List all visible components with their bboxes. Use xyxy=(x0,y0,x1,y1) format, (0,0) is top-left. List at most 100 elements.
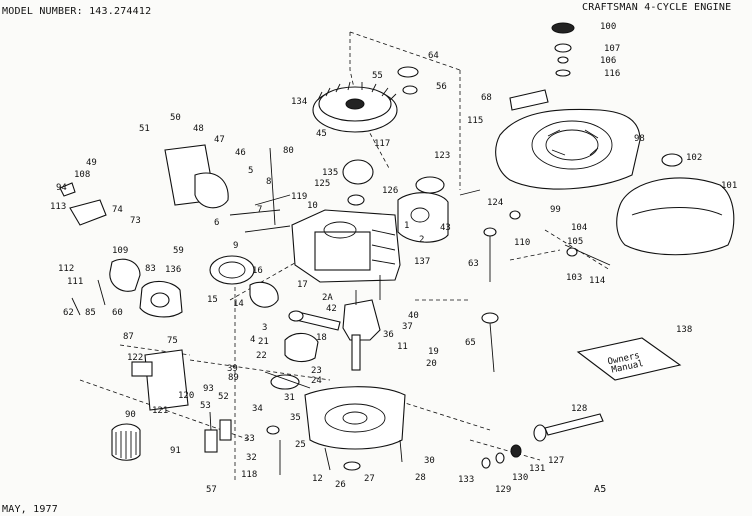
gas-cap-part xyxy=(551,22,575,77)
part-number: 20 xyxy=(426,359,437,369)
piston-part xyxy=(284,332,319,363)
dipstick-part xyxy=(483,227,497,282)
model-number-label: MODEL NUMBER: 143.274412 xyxy=(2,6,152,17)
cylinder-block-part xyxy=(291,209,401,283)
part-number: 138 xyxy=(676,325,692,335)
part-number: 105 xyxy=(567,237,583,247)
part-number: 57 xyxy=(206,485,217,495)
part-number: 4 xyxy=(250,335,255,345)
part-number: 137 xyxy=(414,257,430,267)
part-number: 26 xyxy=(335,480,346,490)
part-number: 122 xyxy=(127,353,143,363)
part-number: 2 xyxy=(419,235,424,245)
control-bracket-part xyxy=(509,89,549,111)
part-number: 80 xyxy=(283,146,294,156)
part-number: 52 xyxy=(218,392,229,402)
part-number: 46 xyxy=(235,148,246,158)
blower-housing-part xyxy=(495,108,641,190)
part-number: 134 xyxy=(291,97,307,107)
air-filter-part xyxy=(111,423,141,461)
part-number: 21 xyxy=(258,337,269,347)
part-number: 91 xyxy=(170,446,181,456)
governor-bracket-part xyxy=(59,182,107,226)
part-number: 1 xyxy=(404,221,409,231)
part-number: 114 xyxy=(589,276,605,286)
part-number: 48 xyxy=(193,124,204,134)
part-number: 24 xyxy=(311,376,322,386)
part-number: 87 xyxy=(123,332,134,342)
part-number: 19 xyxy=(428,347,439,357)
part-number: 68 xyxy=(481,93,492,103)
owners-manual-part: Owners Manual xyxy=(576,337,682,381)
part-number: 124 xyxy=(487,198,503,208)
fuel-tank-part xyxy=(616,153,735,256)
intake-part xyxy=(209,255,279,308)
part-number: 64 xyxy=(428,51,439,61)
air-cleaner-part xyxy=(131,349,189,411)
part-number: 14 xyxy=(233,299,244,309)
part-number: 119 xyxy=(291,192,307,202)
part-number: 101 xyxy=(721,181,737,191)
part-number: 7 xyxy=(257,205,262,215)
part-number: 110 xyxy=(514,238,530,248)
connecting-rod-part xyxy=(288,310,341,331)
part-number: 12 xyxy=(312,474,323,484)
part-number: 18 xyxy=(316,333,327,343)
part-number: 47 xyxy=(214,135,225,145)
part-number: 11 xyxy=(397,342,408,352)
part-number: 53 xyxy=(200,401,211,411)
part-number: 98 xyxy=(634,134,645,144)
part-number: 3 xyxy=(262,323,267,333)
part-number: 50 xyxy=(170,113,181,123)
part-number: 83 xyxy=(145,264,156,274)
part-number: 15 xyxy=(207,295,218,305)
part-number: 109 xyxy=(112,246,128,256)
part-number: 17 xyxy=(297,280,308,290)
part-number: 115 xyxy=(467,116,483,126)
part-number: 123 xyxy=(434,151,450,161)
part-number: 22 xyxy=(256,351,267,361)
part-number: 103 xyxy=(566,273,582,283)
part-number: 107 xyxy=(604,44,620,54)
part-number: 45 xyxy=(316,129,327,139)
part-number: 51 xyxy=(139,124,150,134)
part-number: 128 xyxy=(571,404,587,414)
engine-title: CRAFTSMAN 4-CYCLE ENGINE xyxy=(582,2,732,13)
part-number: 23 xyxy=(311,366,322,376)
part-number: 55 xyxy=(372,71,383,81)
part-number: 121 xyxy=(152,406,168,416)
part-number: 5 xyxy=(248,166,253,176)
part-number: 127 xyxy=(548,456,564,466)
fasteners xyxy=(71,66,611,475)
part-number: 90 xyxy=(125,410,136,420)
part-number: 131 xyxy=(529,464,545,474)
part-number: 31 xyxy=(284,393,295,403)
part-number: 94 xyxy=(56,183,67,193)
part-number: 10 xyxy=(307,201,318,211)
part-number: 85 xyxy=(85,308,96,318)
part-number: 62 xyxy=(63,308,74,318)
part-number: 28 xyxy=(415,473,426,483)
date-label: MAY, 1977 xyxy=(2,504,58,515)
camshaft-part xyxy=(264,371,311,390)
part-number: 43 xyxy=(440,223,451,233)
part-number: 117 xyxy=(374,139,390,149)
part-number: 135 xyxy=(322,168,338,178)
part-number: 130 xyxy=(512,473,528,483)
part-number: 99 xyxy=(550,205,561,215)
part-number: 40 xyxy=(408,311,419,321)
part-number: 125 xyxy=(314,179,330,189)
part-number: 89 xyxy=(228,373,239,383)
part-number: 100 xyxy=(600,22,616,32)
part-number: 6 xyxy=(214,218,219,228)
part-number: 133 xyxy=(458,475,474,485)
part-number: 75 xyxy=(167,336,178,346)
part-number: 30 xyxy=(424,456,435,466)
part-number: 106 xyxy=(600,56,616,66)
oil-fill-tube-part xyxy=(481,312,499,373)
engine-base-part xyxy=(304,386,406,450)
part-number-labels: 100 107 106 116 64 55 56 134 68 115 98 4… xyxy=(50,22,737,495)
part-number: 104 xyxy=(571,223,587,233)
part-number: 65 xyxy=(465,338,476,348)
